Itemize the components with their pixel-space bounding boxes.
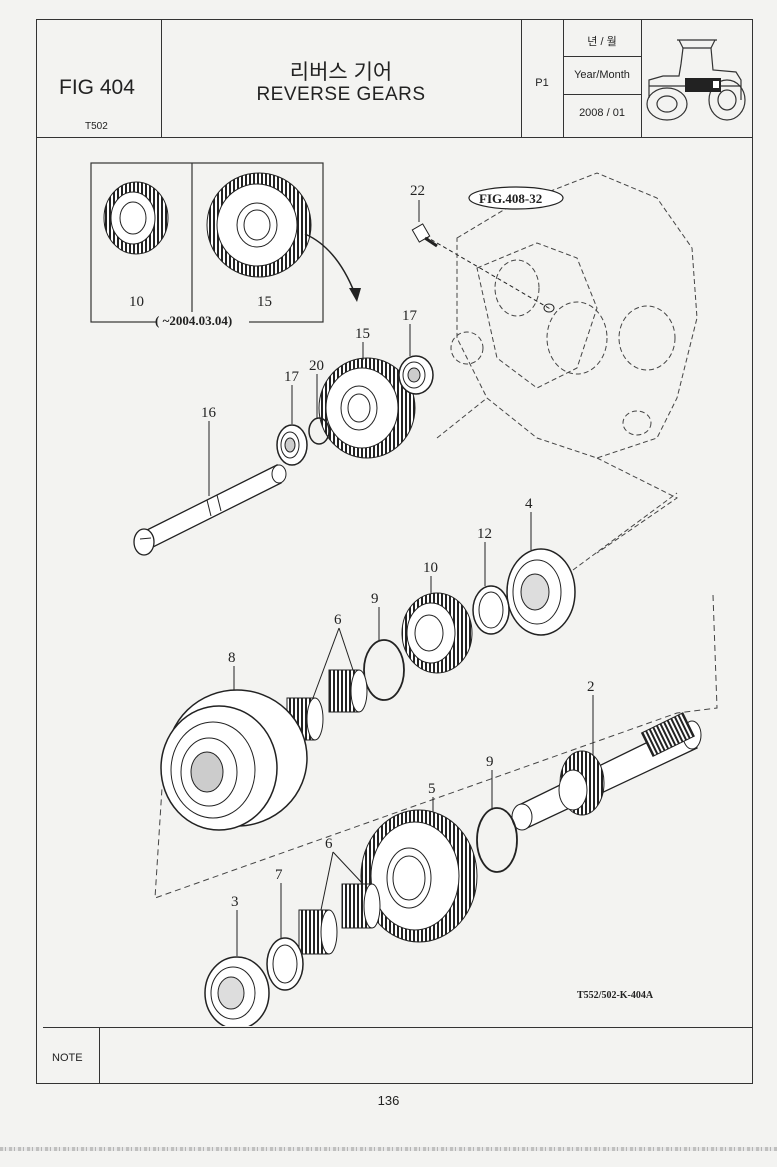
callout-17: 17 xyxy=(284,369,300,385)
gear-15 xyxy=(318,357,416,459)
scan-edge-artifact xyxy=(0,1147,777,1151)
figure-ref: FIG.408-32 xyxy=(479,191,542,206)
thrust-washer-12 xyxy=(472,585,510,635)
snap-ring-20 xyxy=(308,417,330,445)
tractor-icon xyxy=(646,39,746,121)
drawing-code: T552/502-K-404A xyxy=(577,990,654,1001)
callout-2: 2 xyxy=(587,679,595,695)
shaft-16 xyxy=(133,464,287,556)
bearing-17 xyxy=(398,355,434,395)
callout-4: 4 xyxy=(525,496,533,512)
inset-date: ( ~2004.03.04) xyxy=(155,313,232,328)
bearing-17 xyxy=(276,424,308,466)
callout-8: 8 xyxy=(228,650,236,666)
thrust-washer-7 xyxy=(266,937,304,991)
date-divider xyxy=(563,94,641,95)
inset-gear-10 xyxy=(103,181,169,255)
date-cell: 년 / 월 Year/Month 2008 / 01 xyxy=(563,20,642,137)
fig-number-cell: FIG 404 T502 xyxy=(37,20,162,137)
gear-5 xyxy=(360,809,478,943)
clutch-drum-8 xyxy=(160,689,308,831)
page-marker: P1 xyxy=(535,77,549,89)
logo-cell xyxy=(641,20,752,137)
callout-22: 22 xyxy=(410,183,425,199)
exploded-parts-diagram: 10 15 ( ~2004.03.04) xyxy=(90,162,718,1026)
model-code: T502 xyxy=(85,121,108,132)
callout-15: 15 xyxy=(257,294,272,310)
note-label: NOTE xyxy=(52,1052,83,1064)
bearing-3 xyxy=(204,956,270,1026)
bearing-4 xyxy=(506,548,576,636)
date-divider xyxy=(563,56,641,57)
note-bar: NOTE xyxy=(43,1027,752,1084)
callout-6: 6 xyxy=(334,612,342,628)
callout-12: 12 xyxy=(477,526,492,542)
inset-earlier-parts: 10 15 ( ~2004.03.04) xyxy=(90,162,361,328)
shaft-2 xyxy=(511,712,702,831)
fig-number: FIG 404 xyxy=(59,76,135,99)
page-frame: FIG 404 T502 리버스 기어 REVERSE GEARS P1 년 /… xyxy=(36,19,753,1084)
title-korean: 리버스 기어 xyxy=(289,61,393,84)
needle-bearing-6 xyxy=(286,669,368,741)
callout-16: 16 xyxy=(201,405,217,421)
callout-20: 20 xyxy=(309,358,324,374)
snap-ring-9 xyxy=(476,807,518,873)
callout-10: 10 xyxy=(129,294,144,310)
callout-10: 10 xyxy=(423,560,438,576)
callout-17: 17 xyxy=(402,308,418,324)
figure-ref-badge: FIG.408-32 xyxy=(468,186,564,210)
callout-9: 9 xyxy=(486,754,494,770)
callout-9: 9 xyxy=(371,591,379,607)
date-label-english: Year/Month xyxy=(574,69,630,81)
callout-5: 5 xyxy=(428,781,436,797)
page-number: 136 xyxy=(377,1093,400,1108)
page-marker-cell: P1 xyxy=(521,20,564,137)
callout-15: 15 xyxy=(355,326,370,342)
date-label-korean: 년 / 월 xyxy=(587,36,617,48)
callout-3: 3 xyxy=(231,894,239,910)
title-cell: 리버스 기어 REVERSE GEARS xyxy=(161,20,522,137)
date-value: 2008 / 01 xyxy=(579,107,625,119)
bolt-22 xyxy=(411,223,438,248)
callout-6: 6 xyxy=(325,836,333,852)
snap-ring-9 xyxy=(363,639,405,701)
callout-7: 7 xyxy=(275,867,283,883)
title-english: REVERSE GEARS xyxy=(256,84,426,105)
header-block: FIG 404 T502 리버스 기어 REVERSE GEARS P1 년 /… xyxy=(37,20,752,138)
needle-bearing-6 xyxy=(298,883,381,955)
gear-10 xyxy=(401,592,473,674)
inset-gear-15 xyxy=(206,172,312,278)
transmission-case-outline xyxy=(436,172,698,554)
note-label-cell: NOTE xyxy=(43,1028,100,1084)
